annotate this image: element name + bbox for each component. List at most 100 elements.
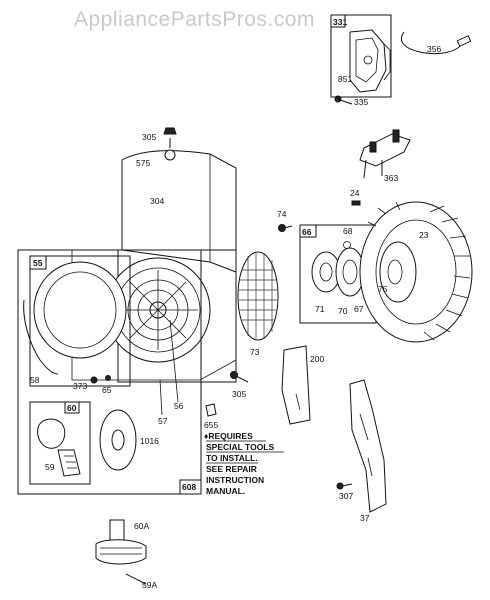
part-60-label-box [64, 401, 80, 414]
part-335-head [334, 95, 342, 103]
callout-59: 59 [45, 462, 55, 472]
callout-304: 304 [150, 196, 164, 206]
callout-37: 37 [360, 513, 370, 523]
part-373-screw [90, 376, 98, 384]
part-356-terminal [456, 35, 472, 47]
part-66-label-box [299, 224, 317, 238]
part-1016-hole [111, 429, 125, 451]
callout-73: 73 [250, 347, 260, 357]
callout-55: 55 [33, 258, 43, 268]
rewind-spokes [118, 270, 198, 350]
part-24-key [351, 200, 361, 206]
part-307-head [336, 482, 344, 490]
callout-71: 71 [315, 304, 325, 314]
callout-851: 851 [338, 74, 352, 84]
note-line-6: MANUAL. [206, 486, 245, 496]
callout-59a: 59A [142, 580, 157, 590]
callout-70: 70 [338, 306, 348, 316]
callout-67: 67 [354, 304, 364, 314]
callout-60: 60 [67, 403, 77, 413]
leader-56 [169, 319, 179, 403]
callout-66: 66 [302, 227, 312, 237]
housing-boss [164, 149, 176, 161]
callout-1016: 1016 [140, 436, 159, 446]
part-55-cup-inner [43, 271, 117, 349]
part-60a-stem [109, 519, 125, 543]
part-60a-handle [95, 519, 147, 565]
flywheel-fin-ring [375, 219, 457, 325]
part-59a-insert [125, 573, 147, 585]
note-line-3: TO INSTALL. [206, 453, 258, 463]
part-305-screw-lower [235, 375, 249, 383]
part-60-box [29, 401, 91, 485]
callout-305-top: 305 [142, 132, 156, 142]
flywheel-hub [379, 241, 417, 303]
callout-24: 24 [350, 188, 360, 198]
note-underlines [206, 440, 284, 464]
part-59-ribs [64, 455, 77, 469]
part-59-insert [57, 449, 81, 477]
part-363-post-a [369, 141, 377, 153]
callout-608: 608 [182, 482, 196, 492]
part-23-flywheel [359, 201, 473, 343]
callout-65: 65 [102, 385, 112, 395]
flywheel-bore [387, 259, 403, 285]
part-70-inner [342, 259, 358, 285]
part-37-folds [359, 413, 373, 477]
part-331-box [330, 14, 392, 98]
part-58-rope [23, 299, 59, 375]
part-200-air-guide [281, 345, 311, 425]
note-line-4: SEE REPAIR [206, 464, 257, 474]
part-363-post-b [392, 129, 400, 143]
part-68-ball [343, 241, 351, 249]
part-851-inner [355, 37, 379, 83]
part-60a-grip-lines [100, 547, 142, 555]
part-200-slot [295, 393, 301, 411]
callout-68: 68 [343, 226, 353, 236]
part-363-bracket [359, 129, 411, 179]
note-line-5: INSTRUCTION [206, 475, 264, 485]
part-335-screw [339, 99, 353, 105]
part-363-body [359, 133, 411, 167]
part-608-kit-box [17, 249, 202, 495]
callout-363: 363 [384, 173, 398, 183]
part-304-blower-housing [71, 127, 279, 383]
callout-74: 74 [277, 209, 287, 219]
special-tools-note: ♦REQUIRES SPECIAL TOOLS TO INSTALL. SEE … [204, 431, 284, 496]
part-60-handle [37, 418, 66, 449]
part-55-box [29, 255, 131, 387]
callout-331: 331 [333, 17, 347, 27]
part-331-label-box [330, 14, 346, 28]
flywheel-fins [367, 201, 471, 341]
part-74-head [278, 224, 286, 232]
part-71-hub [319, 262, 333, 282]
callout-335: 335 [354, 97, 368, 107]
callout-23: 23 [419, 230, 429, 240]
part-851-side [383, 43, 391, 81]
part-655-clip [205, 403, 217, 417]
part-55-label-box [29, 255, 47, 270]
housing-top [121, 150, 237, 273]
part-356-wire [400, 31, 463, 55]
part-331-bracket-group [330, 14, 472, 105]
part-55-starter-cup [33, 261, 127, 359]
callout-60a: 60A [134, 521, 149, 531]
callout-57: 57 [158, 416, 168, 426]
note-line-1: ♦REQUIRES [204, 431, 253, 441]
callout-200: 200 [310, 354, 324, 364]
callout-575: 575 [136, 158, 150, 168]
part-307-screw [341, 483, 353, 487]
callout-56: 56 [174, 401, 184, 411]
part-851-bracket [349, 29, 387, 93]
watermark-text: AppliancePartsPros.com [74, 8, 315, 31]
callout-305-lower: 305 [232, 389, 246, 399]
part-851-hole [363, 55, 373, 65]
callout-58: 58 [30, 375, 40, 385]
part-305-head-lower [230, 371, 238, 379]
leader-57 [159, 379, 163, 416]
part-37-baffle [349, 379, 387, 513]
part-608-label-box [179, 479, 202, 495]
part-73-mesh [239, 253, 277, 339]
